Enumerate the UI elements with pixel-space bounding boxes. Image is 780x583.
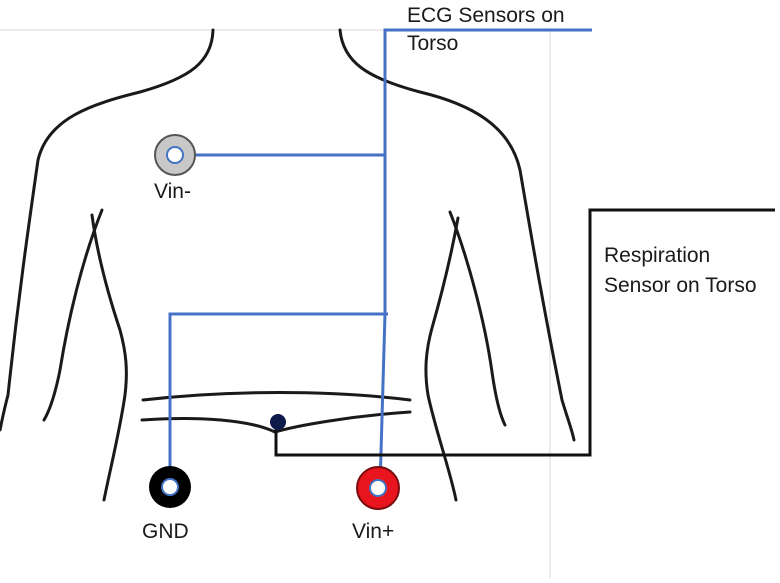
- left-torso-side: [90, 213, 128, 502]
- vin-minus-label: Vin-: [154, 180, 191, 203]
- ecg-wiring: [168, 28, 592, 488]
- ecg-wire-gnd: [168, 312, 388, 486]
- left-inner-arm-outline: [42, 208, 104, 422]
- left-shoulder-arm-outline: [0, 28, 215, 432]
- respiration-belt-top: [141, 391, 412, 402]
- torso-outline: [0, 28, 576, 502]
- right-torso-side: [424, 216, 460, 502]
- respiration-label-line1: Respiration: [604, 244, 710, 267]
- respiration-label-line2: Sensor on Torso: [604, 274, 757, 297]
- ecg-wire-vin-plus: [378, 313, 387, 488]
- gnd-label: GND: [142, 520, 189, 543]
- ecg-label-line1: ECG Sensors on: [407, 4, 565, 27]
- vin-plus-label: Vin+: [352, 520, 394, 543]
- respiration-wire: [274, 208, 775, 457]
- vin-minus-electrode: [154, 134, 196, 176]
- gnd-electrode: [149, 466, 191, 508]
- ecg-trunk-wire: [383, 28, 592, 314]
- ecg-label-line2: Torso: [407, 32, 458, 55]
- right-inner-arm-outline: [448, 210, 507, 427]
- vin-plus-electrode: [356, 466, 400, 510]
- respiration-sensor-dot: [270, 414, 286, 430]
